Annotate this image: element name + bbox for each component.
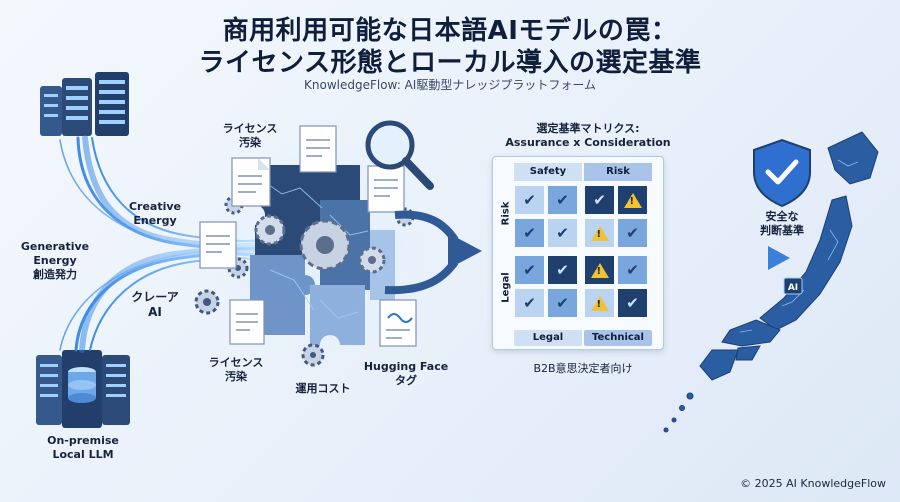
label-generative-energy: Generative Energy 創造発力 [20, 240, 90, 281]
label-clear-ai: クレーア AI [131, 290, 179, 319]
page-title-line-1: 商用利用可能な日本語AIモデルの罠： [222, 16, 678, 46]
document-icon [367, 165, 405, 213]
puzzle-icon [310, 285, 365, 345]
check-icon: ✔ [548, 256, 577, 284]
document-icon [229, 299, 265, 345]
gear-icon [358, 246, 386, 274]
label-license-contamination-bottom: ライセンス 汚染 [208, 356, 264, 383]
page-title-line-2: ライセンス形態とローカル導入の選定基準 [198, 48, 702, 78]
label-hugging-face-tag: Hugging Face タグ [363, 360, 449, 387]
label-safe-criteria: 安全な 判断基準 [760, 210, 804, 237]
warning-triangle: ! [623, 192, 642, 208]
document-icon [299, 125, 337, 173]
matrix-row-legal: Legal [500, 272, 512, 303]
arrow-icon [768, 246, 790, 270]
japan-map-icon [663, 131, 879, 433]
document-icon [379, 299, 417, 347]
matrix-foot-technical: Technical [584, 330, 652, 346]
gear-icon [194, 289, 220, 315]
warning-icon: ! [618, 186, 647, 214]
check-icon: ✔ [515, 219, 544, 247]
warning-mark: ! [629, 195, 635, 207]
warning-icon: ! [585, 219, 614, 247]
matrix-col-safety: Safety [514, 163, 582, 181]
gear-icon [301, 343, 325, 367]
server-icon [36, 350, 130, 428]
puzzle-icon [250, 255, 315, 335]
gear-icon [299, 219, 351, 271]
check-icon: ✔ [618, 256, 647, 284]
warning-icon: ! [585, 256, 614, 284]
check-icon: ✔ [515, 256, 544, 284]
check-icon: ✔ [515, 186, 544, 214]
arrow-icon [448, 233, 482, 269]
server-icon [40, 72, 129, 136]
check-icon: ✔ [515, 289, 544, 317]
label-creative-energy: Creative Energy [128, 200, 182, 227]
label-license-contamination-top: ライセンス 汚染 [222, 122, 278, 149]
map-chip-label: AI [788, 283, 798, 293]
document-icon [231, 157, 271, 207]
check-icon: ✔ [585, 186, 614, 214]
document-icon [199, 221, 237, 269]
check-icon: ✔ [548, 289, 577, 317]
gear-icon [254, 214, 286, 246]
matrix-col-risk: Risk [584, 163, 652, 181]
matrix-caption: B2B意思決定者向け [533, 362, 633, 375]
matrix-title: 選定基準マトリクス: Assurance x Consideration [505, 122, 671, 150]
check-icon: ✔ [548, 186, 577, 214]
magnifier-icon [365, 120, 434, 190]
matrix-row-risk: Risk [500, 201, 512, 226]
check-icon: ✔ [618, 289, 647, 317]
shield-check-icon [753, 138, 811, 208]
page-subtitle: KnowledgeFlow: AI駆動型ナレッジプラットフォーム [304, 78, 596, 92]
warning-mark: ! [596, 228, 602, 240]
matrix-foot-legal: Legal [514, 330, 582, 346]
warning-mark: ! [596, 298, 602, 310]
check-icon: ✔ [618, 219, 647, 247]
warning-triangle: ! [590, 262, 609, 278]
warning-triangle: ! [590, 295, 609, 311]
ai-chip-icon [783, 277, 803, 295]
copyright: © 2025 AI KnowledgeFlow [740, 477, 886, 490]
check-icon: ✔ [548, 219, 577, 247]
label-onprem-local-llm: On-premise Local LLM [47, 434, 119, 461]
warning-triangle: ! [590, 225, 609, 241]
warning-mark: ! [596, 265, 602, 277]
label-operation-cost: 運用コスト [295, 382, 351, 395]
warning-icon: ! [585, 289, 614, 317]
